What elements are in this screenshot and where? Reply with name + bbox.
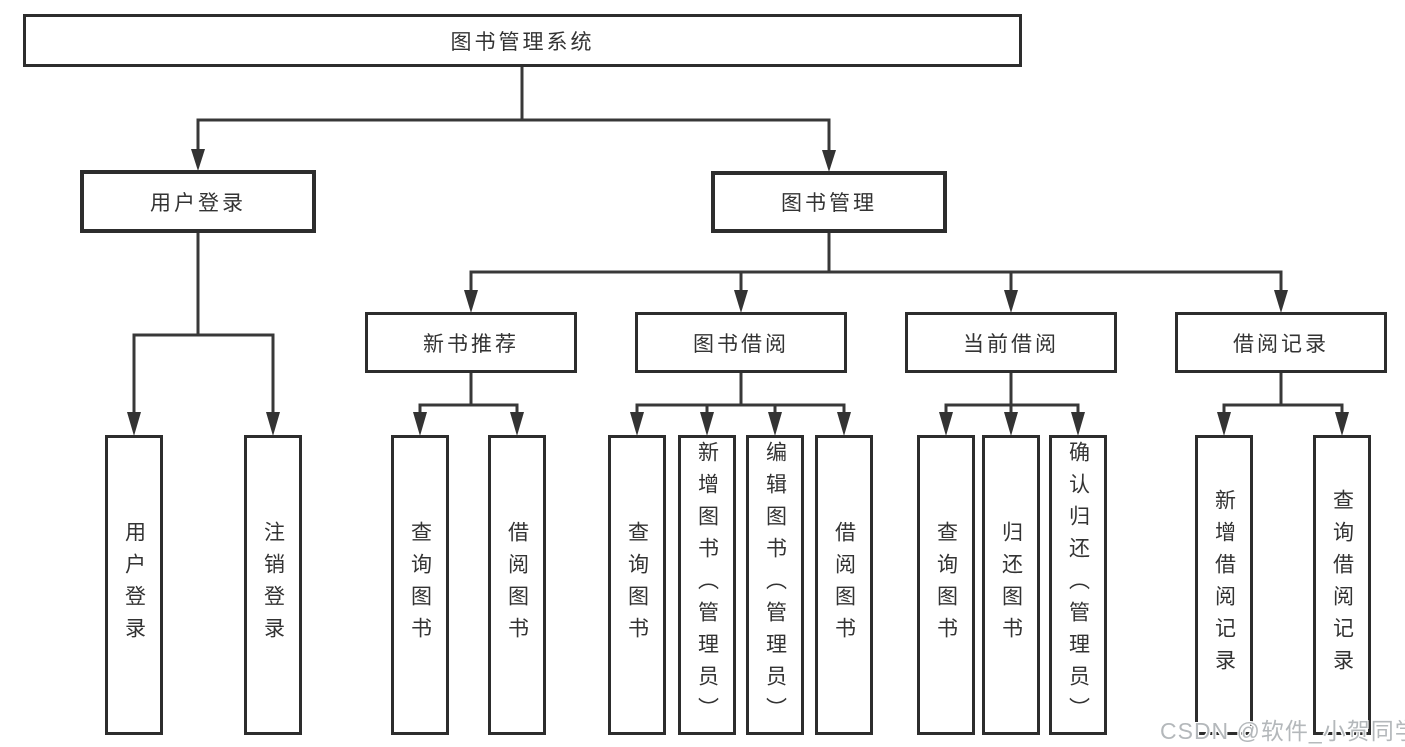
leaf-label: 查询图书 xyxy=(625,521,649,649)
leaf-label: 新增图书（管理员） xyxy=(695,441,719,729)
leaf-label: 借阅图书 xyxy=(505,521,529,649)
node-label: 用户登录 xyxy=(150,191,246,215)
leaf-label: 查询图书 xyxy=(408,521,432,649)
node-new-book-recommend: 新书推荐 xyxy=(365,312,577,373)
node-label: 借阅记录 xyxy=(1233,332,1329,356)
edge-user-login-to-leaves xyxy=(127,232,280,436)
leaf-add-borrow-record: 新增借阅记录 xyxy=(1195,435,1253,735)
edge-root-to-level2 xyxy=(191,66,836,172)
leaf-label: 新增借阅记录 xyxy=(1212,489,1236,681)
leaf-logout: 注销登录 xyxy=(244,435,302,735)
leaf-label: 注销登录 xyxy=(261,521,285,649)
node-book-borrow: 图书借阅 xyxy=(635,312,847,373)
leaf-confirm-return-admin: 确认归还（管理员） xyxy=(1049,435,1107,735)
leaf-label: 确认归还（管理员） xyxy=(1066,441,1090,729)
node-label: 图书借阅 xyxy=(693,332,789,356)
leaf-return-books: 归还图书 xyxy=(982,435,1040,735)
node-root-system: 图书管理系统 xyxy=(23,14,1022,67)
edge-new-book-recommend-to-leaves xyxy=(413,371,524,436)
watermark: CSDN @软件_小贺同学 xyxy=(1160,718,1405,744)
node-user-login: 用户登录 xyxy=(80,170,316,233)
node-label: 新书推荐 xyxy=(423,332,519,356)
node-current-borrow: 当前借阅 xyxy=(905,312,1117,373)
node-label: 图书管理 xyxy=(781,192,877,215)
leaf-query-books-current: 查询图书 xyxy=(917,435,975,735)
leaf-query-borrow-record: 查询借阅记录 xyxy=(1313,435,1371,735)
node-book-management: 图书管理 xyxy=(711,171,947,233)
leaf-label: 借阅图书 xyxy=(832,521,856,649)
leaf-label: 查询图书 xyxy=(934,521,958,649)
leaf-user-login: 用户登录 xyxy=(105,435,163,735)
node-label: 图书管理系统 xyxy=(450,30,595,54)
leaf-edit-books-admin: 编辑图书（管理员） xyxy=(746,435,804,735)
leaf-borrow-books: 借阅图书 xyxy=(815,435,873,735)
edge-current-borrow-to-leaves xyxy=(939,371,1085,436)
edge-borrow-records-to-leaves xyxy=(1217,371,1349,436)
leaf-label: 用户登录 xyxy=(122,521,146,649)
edge-book-borrow-to-leaves xyxy=(630,371,851,436)
leaf-label: 编辑图书（管理员） xyxy=(763,441,787,729)
edge-book-management-to-level3 xyxy=(464,232,1288,313)
node-borrow-records: 借阅记录 xyxy=(1175,312,1387,373)
leaf-label: 归还图书 xyxy=(999,521,1023,649)
node-label: 当前借阅 xyxy=(963,332,1059,356)
leaf-borrow-books-recommend: 借阅图书 xyxy=(488,435,546,735)
leaf-query-books-borrow: 查询图书 xyxy=(608,435,666,735)
leaf-query-books-recommend: 查询图书 xyxy=(391,435,449,735)
leaf-label: 查询借阅记录 xyxy=(1330,489,1354,681)
leaf-add-books-admin: 新增图书（管理员） xyxy=(678,435,736,735)
